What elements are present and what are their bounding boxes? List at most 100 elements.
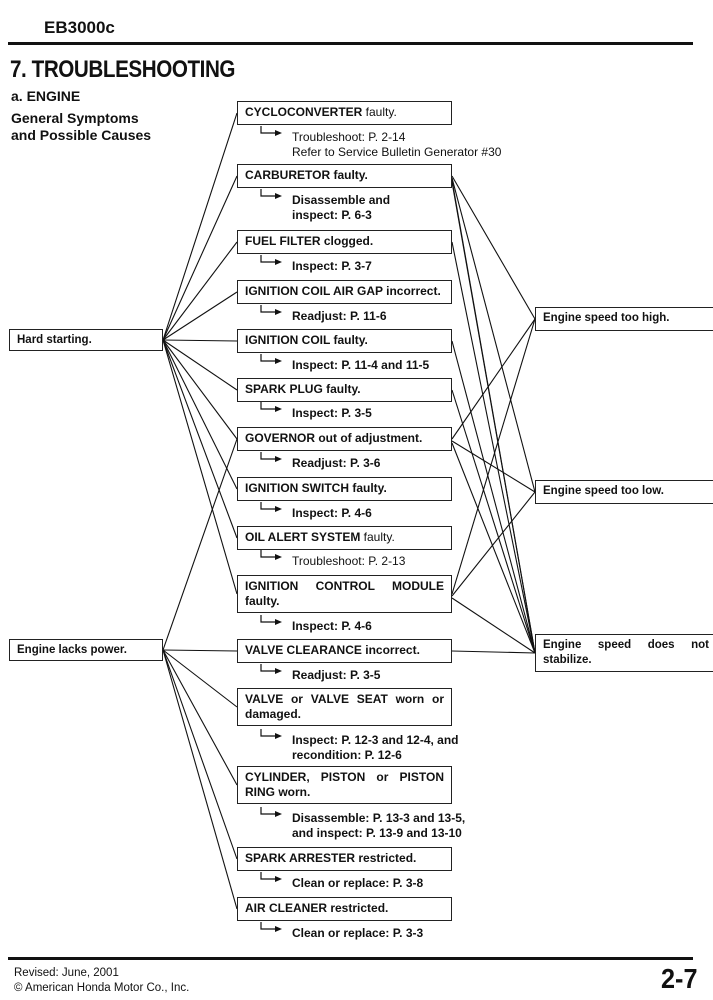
symptom-engine-speed-too-high: Engine speed too high.	[535, 307, 713, 331]
cause-part: IGNITION COIL faulty.	[245, 333, 368, 347]
arrow-icon	[260, 402, 282, 412]
connector-hard-gov	[162, 339, 238, 440]
connector-power-arrester	[162, 649, 238, 860]
cause-part: IGNITION SWITCH faulty.	[245, 481, 387, 495]
cause-part: SPARK PLUG faulty.	[245, 382, 361, 396]
copyright: © American Honda Motor Co., Inc.	[14, 982, 190, 994]
symptom-label: Engine speed does not stabilize.	[543, 639, 709, 666]
cause-part: OIL ALERT SYSTEM	[245, 530, 361, 544]
heading-line-1: General Symptoms	[11, 110, 139, 126]
page-number: 2-7	[660, 963, 697, 994]
connector-hard-carb	[162, 175, 238, 341]
arrow-icon	[260, 502, 282, 512]
cause-part: CYLINDER, PISTON or PISTON RING worn.	[245, 770, 444, 799]
cause-ignition-coil-air-gap: IGNITION COIL AIR GAP incorrect.	[237, 280, 452, 304]
symptom-hard-starting: Hard starting.	[9, 329, 163, 351]
action-text: Troubleshoot: P. 2-13	[292, 554, 406, 568]
connector-gov-low	[451, 440, 536, 493]
arrow-icon	[260, 305, 282, 315]
cause-governor: GOVERNOR out of adjustment.	[237, 427, 452, 451]
action-text: Readjust: P. 3-6	[292, 456, 381, 470]
arrow-icon	[260, 729, 282, 739]
connector-carb-high	[451, 175, 536, 320]
section-heading: General Symptoms and Possible Causes	[11, 110, 211, 144]
cause-spark-plug: SPARK PLUG faulty.	[237, 378, 452, 402]
connector-carb-unstable	[451, 181, 536, 654]
cause-fuel-filter: FUEL FILTER clogged.	[237, 230, 452, 254]
connector-power-valveclr	[162, 649, 238, 652]
cause-air-cleaner: AIR CLEANER restricted.	[237, 897, 452, 921]
action-text: Inspect: P. 3-7	[292, 259, 372, 273]
action-text: Readjust: P. 11-6	[292, 309, 387, 323]
connector-carb-low	[451, 177, 536, 493]
arrow-icon	[260, 615, 282, 625]
connector-hard-icm	[162, 339, 238, 595]
cause-part: IGNITION CONTROL MODULE faulty.	[245, 579, 444, 608]
revised-date: Revised: June, 2001	[14, 967, 119, 979]
cause-part: VALVE CLEARANCE incorrect.	[245, 643, 420, 657]
symptom-engine-speed-too-low: Engine speed too low.	[535, 480, 713, 504]
cause-oil-alert-system: OIL ALERT SYSTEM faulty.	[237, 526, 452, 550]
action-text: Inspect: P. 3-5	[292, 406, 372, 420]
model-name: EB3000c	[44, 18, 115, 37]
symptom-label: Engine speed too high.	[543, 312, 670, 324]
cause-part: IGNITION COIL AIR GAP incorrect.	[245, 284, 441, 298]
cause-valve-seat: VALVE or VALVE SEAT worn or damaged.	[237, 688, 452, 726]
connector-hard-coil	[162, 339, 238, 342]
cause-ignition-switch: IGNITION SWITCH faulty.	[237, 477, 452, 501]
connector-hard-oil	[162, 339, 238, 539]
arrow-icon	[260, 255, 282, 265]
arrow-icon	[260, 354, 282, 364]
connector-plug-unstable	[451, 389, 536, 654]
cause-spark-arrester: SPARK ARRESTER restricted.	[237, 847, 452, 871]
section-title: 7. TROUBLESHOOTING	[10, 56, 236, 83]
connector-hard-airgap	[162, 291, 238, 341]
connector-hard-fuel	[162, 241, 238, 341]
action-text: Readjust: P. 3-5	[292, 668, 381, 682]
action-text: Clean or replace: P. 3-3	[292, 926, 424, 940]
header-rule	[8, 42, 693, 45]
action-text: Disassemble: P. 13-3 and 13-5,and inspec…	[292, 811, 466, 840]
arrow-icon	[260, 922, 282, 932]
arrow-icon	[260, 550, 282, 560]
connector-coil-unstable	[451, 340, 536, 654]
arrow-icon	[260, 664, 282, 674]
footer-rule	[8, 957, 693, 960]
cause-part: GOVERNOR out of adjustment.	[245, 431, 423, 445]
cause-ignition-control-module: IGNITION CONTROL MODULE faulty.	[237, 575, 452, 613]
symptom-label: Engine speed too low.	[543, 485, 664, 497]
cause-part: SPARK ARRESTER restricted.	[245, 851, 417, 865]
connector-icm-unstable	[451, 597, 536, 654]
section-subtitle: a. ENGINE	[11, 88, 81, 104]
cause-ignition-coil: IGNITION COIL faulty.	[237, 329, 452, 353]
action-text: Inspect: P. 4-6	[292, 619, 372, 633]
arrow-icon	[260, 872, 282, 882]
connector-gov-unstable	[451, 442, 536, 654]
connector-power-aircl	[162, 649, 238, 910]
connector-icm-high	[451, 318, 536, 595]
connector-hard-switch	[162, 339, 238, 490]
symptom-label: Hard starting.	[17, 334, 92, 346]
arrow-icon	[260, 807, 282, 817]
cause-valve-clearance: VALVE CLEARANCE incorrect.	[237, 639, 452, 663]
cause-part: VALVE or VALVE SEAT worn or damaged.	[245, 692, 444, 721]
connector-fuel-unstable	[451, 241, 536, 654]
cause-part: CARBURETOR faulty.	[245, 168, 368, 182]
connector-power-valveseat	[162, 649, 238, 708]
connector-valveclr-unstable	[451, 650, 536, 654]
symptom-engine-lacks-power: Engine lacks power.	[9, 639, 163, 661]
action-text: Clean or replace: P. 3-8	[292, 876, 424, 890]
connector-gov-high	[451, 318, 536, 440]
cause-part: CYCLOCONVERTER	[245, 105, 363, 119]
heading-line-2: and Possible Causes	[11, 127, 152, 143]
connector-hard-plug	[162, 339, 238, 391]
cause-rest: faulty.	[360, 530, 395, 544]
connector-icm-low	[451, 491, 536, 597]
symptom-label: Engine lacks power.	[17, 644, 127, 656]
action-text: Inspect: P. 4-6	[292, 506, 372, 520]
connector-power-gov	[162, 438, 238, 651]
